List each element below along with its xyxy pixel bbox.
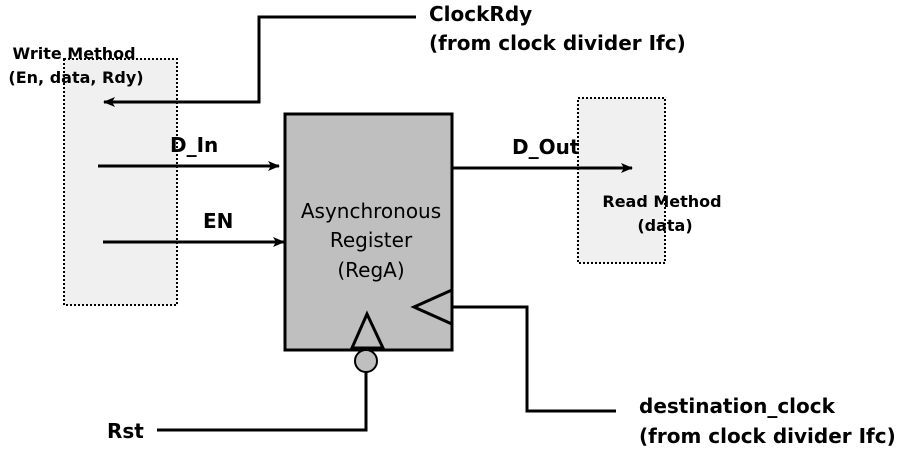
d-in-label: D_In: [170, 133, 218, 157]
write-method-title: Write Method: [12, 44, 135, 63]
register-label-line3: (RegA): [337, 258, 404, 282]
d-out-label: D_Out: [512, 135, 580, 159]
register-label-line2: Register: [330, 228, 413, 252]
read-method-box: [577, 97, 666, 264]
en-label: EN: [203, 209, 233, 233]
destination-clock-source-label: (from clock divider Ifc): [639, 424, 896, 448]
rst-label: Rst: [107, 419, 144, 443]
destination-clock-wire: [452, 305, 616, 413]
read-method-params: (data): [637, 216, 692, 235]
clock-rdy-source-label: (from clock divider Ifc): [429, 31, 686, 55]
reset-inversion-bubble: [354, 349, 378, 373]
clock-rdy-label: ClockRdy: [429, 2, 532, 26]
write-method-box: [63, 58, 178, 306]
register-label-line1: Asynchronous: [301, 199, 441, 223]
write-method-params: (En, data, Rdy): [8, 68, 143, 87]
destination-clock-label: destination_clock: [639, 394, 836, 418]
clock-rdy-wire: [103, 15, 416, 107]
rst-wire: [157, 372, 368, 432]
reset-input-triangle: [349, 310, 386, 350]
read-method-title: Read Method: [602, 192, 721, 211]
